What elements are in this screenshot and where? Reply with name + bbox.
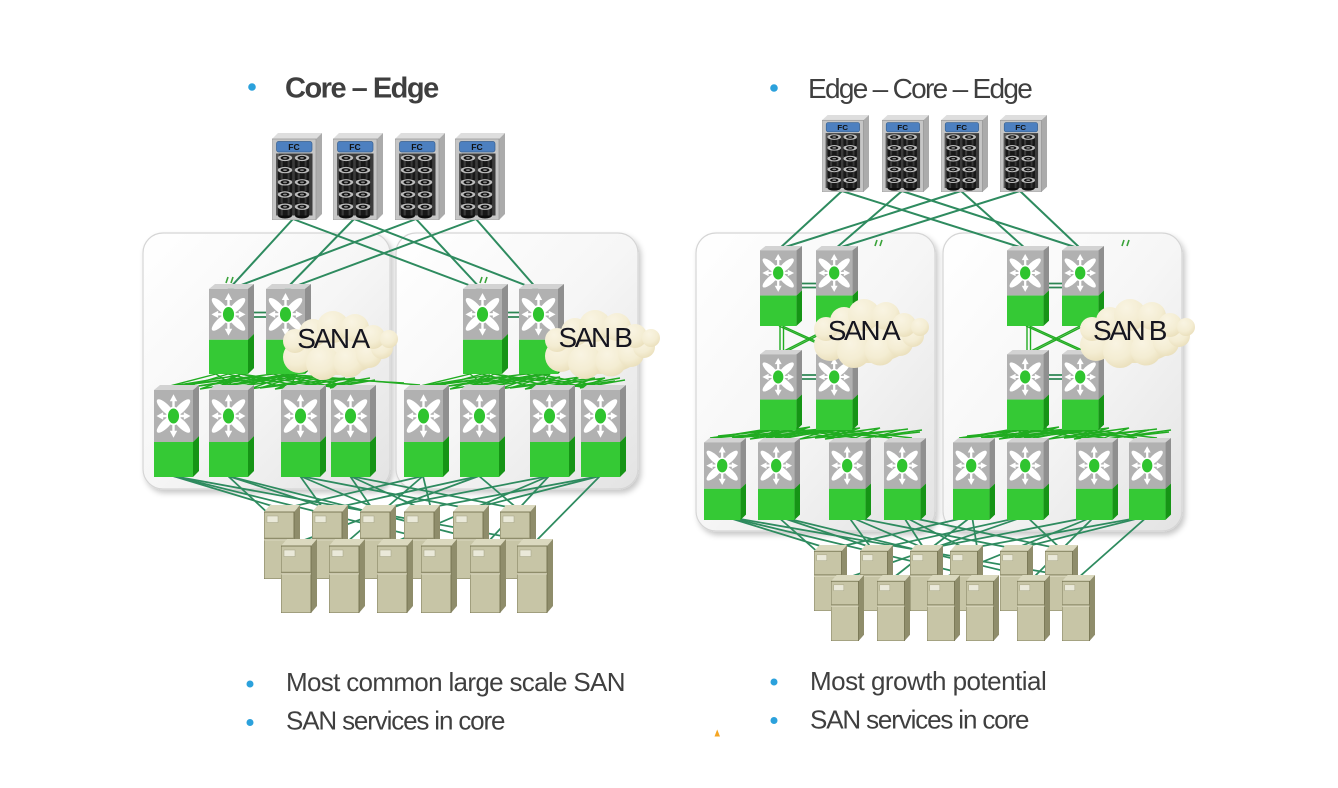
svg-text:Most growth potential: Most growth potential [810, 666, 1046, 696]
svg-text:Edge – Core – Edge: Edge – Core – Edge [808, 73, 1032, 104]
svg-text:SAN A: SAN A [828, 315, 901, 346]
svg-text:SAN B: SAN B [1093, 315, 1167, 346]
svg-text:SAN services in core: SAN services in core [286, 706, 505, 736]
svg-text:SAN services in core: SAN services in core [810, 705, 1029, 735]
svg-text:SAN B: SAN B [558, 322, 632, 353]
svg-text:SAN A: SAN A [297, 323, 370, 354]
svg-text:Most common large scale SAN: Most common large scale SAN [286, 667, 625, 697]
svg-text:Core – Edge: Core – Edge [285, 73, 439, 105]
